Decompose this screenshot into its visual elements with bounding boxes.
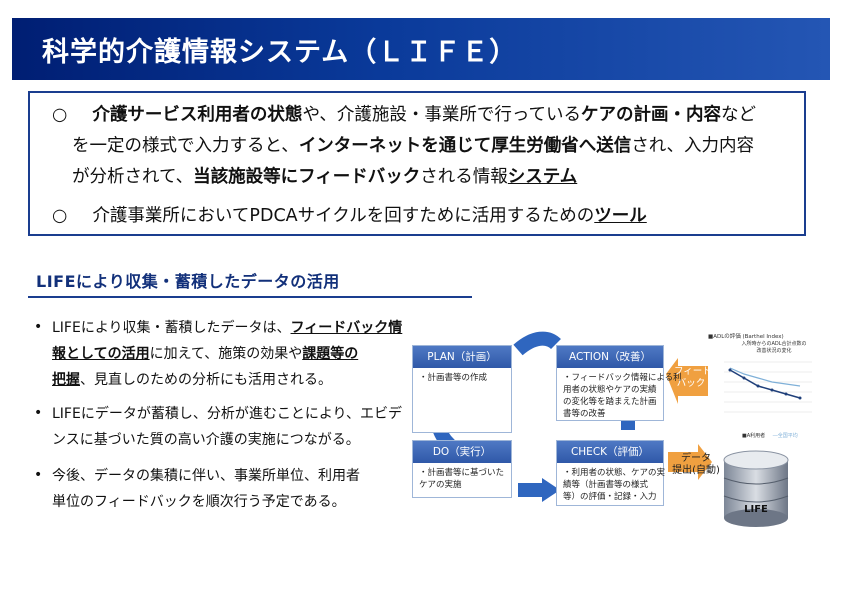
summary-line-2: を一定の様式で入力すると、インターネットを通じて厚生労働省へ送信され、入力内容 bbox=[72, 136, 754, 156]
bullet-3-line-1: 今後、データの集積に伴い、事業所単位、利用者 bbox=[52, 468, 360, 484]
section-divider bbox=[28, 296, 472, 298]
summary-box: ○ 介護サービス利用者の状態や、介護施設・事業所で行っているケアの計画・内容など… bbox=[28, 91, 806, 236]
bullet-2-line-2: ンスに基づいた質の高い介護の実施につながる。 bbox=[52, 432, 360, 448]
bullet-3-line-2: 単位のフィードバックを順次行う予定である。 bbox=[52, 494, 346, 510]
pdca-check-box: CHECK（評価） ・利用者の状態、ケアの実 績等（計画書等の様式 等）の評価・… bbox=[556, 440, 665, 506]
feedback-arrow bbox=[666, 358, 708, 404]
bullet-1-line-1: LIFEにより収集・蓄積したデータは、フィードバック情 bbox=[52, 320, 403, 336]
summary-line-3: が分析されて、当該施設等にフィードバックされる情報システム bbox=[72, 167, 578, 187]
page-title: 科学的介護情報システム（ＬＩＦＥ） bbox=[42, 37, 518, 68]
series-1-line bbox=[729, 369, 801, 399]
action-header: ACTION（改善） bbox=[557, 346, 663, 368]
db-label: LIFE bbox=[744, 504, 768, 515]
title-bar: 科学的介護情報システム（ＬＩＦＥ） bbox=[12, 18, 830, 80]
mini-chart-title: ■ADLの評価 (Barthel Index) bbox=[708, 334, 784, 340]
summary-line-4: ○ 介護事業所においてPDCAサイクルを回すために活用するためのツール bbox=[52, 206, 647, 226]
adl-mini-chart: ■ADLの評価 (Barthel Index) 入所時からのADL合計点数の 改… bbox=[708, 332, 818, 444]
bullet-1-line-2: 報としての活用に加えて、施策の効果や課題等の bbox=[52, 346, 359, 362]
do-header: DO（実行） bbox=[413, 441, 511, 463]
bullet-marker: • bbox=[34, 405, 43, 421]
summary-line-1: ○ 介護サービス利用者の状態や、介護施設・事業所で行っているケアの計画・内容など bbox=[52, 105, 757, 125]
check-header: CHECK（評価） bbox=[557, 441, 663, 463]
plan-header: PLAN（計画） bbox=[413, 346, 511, 368]
series-2-line bbox=[729, 367, 801, 387]
pdca-do-box: DO（実行） ・計画書等に基づいた ケアの実施 bbox=[412, 440, 512, 498]
mini-chart-plot bbox=[724, 361, 812, 413]
bullet-2-line-1: LIFEにデータが蓄積し、分析が進むことにより、エビデ bbox=[52, 406, 402, 422]
bullet-marker: • bbox=[34, 467, 43, 483]
circle-marker: ○ bbox=[52, 206, 68, 226]
submit-arrow bbox=[668, 444, 712, 480]
bullet-marker: • bbox=[34, 319, 43, 335]
bullet-1-line-3: 把握、見直しのための分析にも活用される。 bbox=[52, 372, 332, 388]
pdca-action-box: ACTION（改善） ・フィードバック情報による利 用者の状態やケアの実績 の変… bbox=[556, 345, 682, 421]
pdca-plan-box: PLAN（計画） ・計画書等の作成 bbox=[412, 345, 512, 433]
feedback-label: フィード バック bbox=[674, 366, 712, 389]
submit-label: データ 提出(自動) bbox=[672, 453, 720, 476]
database-icon: LIFE bbox=[723, 450, 789, 527]
mini-chart-legend: ■A利用者 ―全国平均 bbox=[742, 433, 798, 439]
section-heading: LIFEにより収集・蓄積したデータの活用 bbox=[36, 272, 340, 291]
circle-marker: ○ bbox=[52, 105, 68, 125]
